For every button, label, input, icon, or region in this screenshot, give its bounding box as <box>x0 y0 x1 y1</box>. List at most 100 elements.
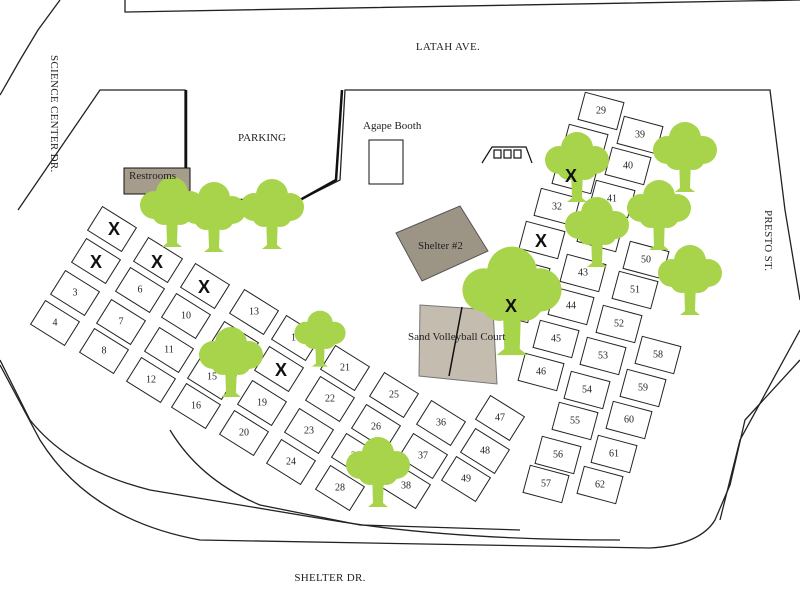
lot-number: 55 <box>570 416 580 427</box>
lot-outline <box>368 371 420 419</box>
sand-volleyball-court <box>418 304 498 385</box>
street-presto-st: PRESTO ST. <box>762 210 774 271</box>
campsite-lot <box>579 336 627 376</box>
lot-number: 43 <box>578 268 588 279</box>
campsite-lot <box>125 356 177 404</box>
lot-outline <box>160 292 212 340</box>
lot-outline <box>70 237 122 285</box>
lot-number: 19 <box>257 398 267 409</box>
parking-label: PARKING <box>238 132 286 144</box>
lot-number: 58 <box>653 350 663 361</box>
lot-number: 49 <box>461 474 471 485</box>
lot-number: 4 <box>53 318 58 329</box>
campsite-lot <box>170 382 222 430</box>
tree-icon <box>240 179 304 249</box>
campsite-lot <box>634 335 682 375</box>
lot-outline <box>619 368 667 408</box>
shelter-drive-edge <box>169 429 521 531</box>
shelter-2 <box>395 205 489 282</box>
volleyball-net <box>448 306 463 377</box>
lot-number: 44 <box>566 301 576 312</box>
lot-outline <box>605 400 653 440</box>
campsite-lot <box>532 319 580 359</box>
campsite-lot <box>474 394 526 442</box>
campsite-lot <box>350 403 402 451</box>
lot-outline <box>440 455 492 503</box>
campsite-lot <box>440 455 492 503</box>
lot-number: 32 <box>552 202 562 213</box>
lot-number: 45 <box>551 334 561 345</box>
campsite-lot <box>179 262 231 310</box>
lot-outline <box>590 434 638 474</box>
lot-number: 3 <box>73 288 78 299</box>
lot-outline <box>611 270 659 310</box>
campsite-lot <box>563 370 611 410</box>
tree-icon <box>182 182 246 252</box>
lot-outline <box>283 407 335 455</box>
lot-number: 28 <box>335 483 345 494</box>
lot-outline <box>397 432 449 480</box>
street-shelter-dr: SHELTER DR. <box>294 572 365 584</box>
lot-outline <box>350 403 402 451</box>
lot-outline <box>415 399 467 447</box>
lot-number: 46 <box>536 367 546 378</box>
swing-icon <box>481 146 533 164</box>
agape-booth <box>368 139 404 185</box>
lot-outline <box>265 438 317 486</box>
road-lines <box>0 0 800 549</box>
tree-icon <box>565 197 629 267</box>
campsite-lot <box>86 205 138 253</box>
lot-outline <box>170 382 222 430</box>
lot-outline <box>319 344 371 392</box>
lot-number: 41 <box>607 194 617 205</box>
lot-outline <box>304 375 356 423</box>
campsite-lot <box>619 368 667 408</box>
lot-outline <box>459 427 511 475</box>
campsite-lot <box>143 326 195 374</box>
lot-outline <box>579 336 627 376</box>
campsite-lot <box>319 344 371 392</box>
lot-number: 26 <box>371 422 381 433</box>
campsite-lot <box>368 371 420 419</box>
lot-outline <box>49 269 101 317</box>
lot-number: 29 <box>596 106 606 117</box>
tree-icon <box>653 122 717 192</box>
lot-number: 57 <box>541 479 551 490</box>
taken-x-mark: X <box>108 219 120 239</box>
volleyball-label: Sand Volleyball Court <box>408 331 505 343</box>
lot-outline <box>218 409 270 457</box>
campsite-lot <box>459 427 511 475</box>
lot-outline <box>143 326 195 374</box>
lot-number: 52 <box>614 319 624 330</box>
lot-number: 39 <box>635 130 645 141</box>
taken-x-mark: X <box>275 360 287 380</box>
lot-number: 37 <box>418 451 428 462</box>
lot-outline <box>132 236 184 284</box>
campsite-lot <box>595 304 643 344</box>
campsite-lot <box>534 435 582 475</box>
tree-icon <box>545 132 609 202</box>
campsite-lot <box>218 409 270 457</box>
lot-outline <box>532 319 580 359</box>
agape-booth-label: Agape Booth <box>363 120 422 132</box>
taken-x-mark: X <box>198 277 210 297</box>
taken-x-mark: X <box>505 296 517 316</box>
lot-number: 38 <box>401 481 411 492</box>
campsite-lot <box>522 464 570 504</box>
lot-outline <box>125 356 177 404</box>
tree-icon <box>199 327 263 397</box>
lot-outline <box>78 327 130 375</box>
lot-outline <box>314 464 366 512</box>
campsite-lot <box>415 399 467 447</box>
lot-number: 16 <box>191 401 201 412</box>
lot-outline <box>518 220 566 260</box>
trees <box>140 122 722 507</box>
taken-x-mark: X <box>535 231 547 251</box>
lot-outline <box>474 394 526 442</box>
lot-outline <box>86 205 138 253</box>
campsite-lot <box>78 327 130 375</box>
campsite-lot <box>114 266 166 314</box>
lot-number: 50 <box>641 255 651 266</box>
